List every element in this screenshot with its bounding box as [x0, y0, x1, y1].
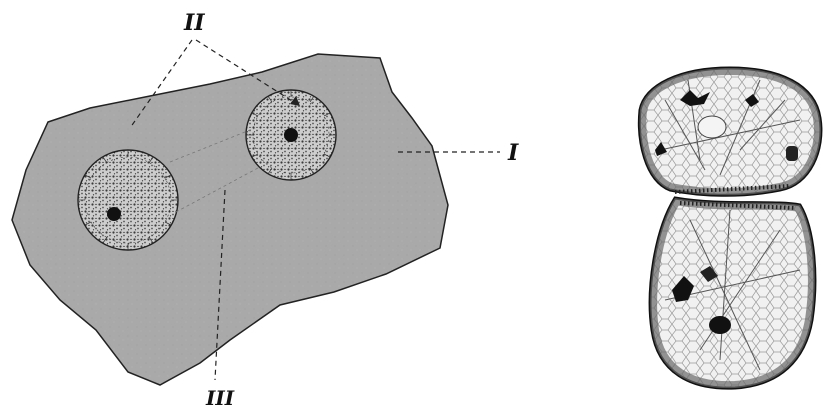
daughter-cell-top [639, 68, 821, 195]
nucleus-left [78, 150, 178, 250]
daughter-cell-bottom [650, 198, 815, 388]
cell-body [12, 54, 448, 385]
label-II: II [183, 10, 205, 36]
cell-diagram-right [639, 68, 821, 388]
nucleolus-right [284, 128, 298, 142]
nucleolus-left [107, 207, 121, 221]
cell-diagram-left: II I III [12, 10, 519, 410]
label-III: III [205, 386, 235, 410]
label-I: I [507, 140, 519, 166]
